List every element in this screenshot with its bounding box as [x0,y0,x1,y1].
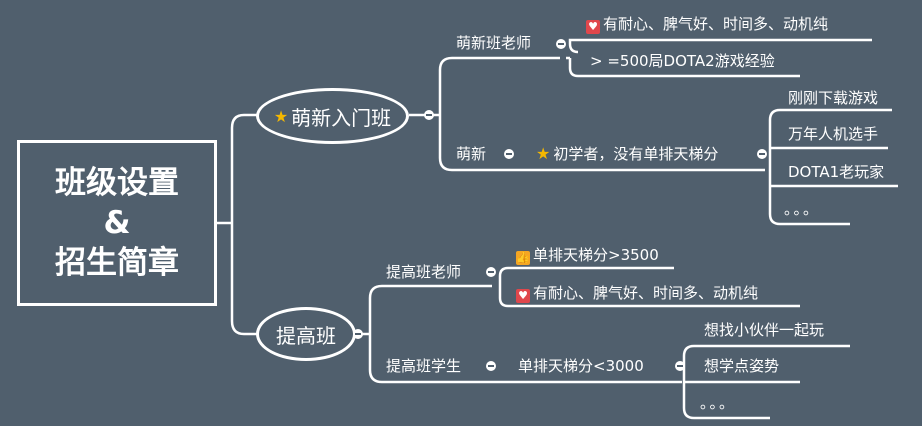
beginner-student-label: 萌新 [456,145,487,163]
collapse-toggle-beginner[interactable] [424,110,434,120]
star-icon: ★ [536,144,551,163]
root-title-line3: 招生简章 [55,245,179,281]
collapse-toggle-beginner-student[interactable] [504,149,514,159]
advanced-teacher-item-2: ♥有耐心、脾气好、时间多、动机纯 [516,284,758,303]
collapse-toggle-advanced[interactable] [353,329,363,339]
advanced-class-label: 提高班 [276,323,336,348]
advanced-teacher-item-1: 👍单排天梯分>3500 [516,246,659,265]
collapse-toggle-advanced-teacher[interactable] [486,267,496,277]
beginner-student-item-3: DOTA1老玩家 [788,163,885,181]
root-title-line1: 班级设置 [55,165,179,201]
collapse-toggle-advanced-student-desc[interactable] [675,361,685,371]
beginner-teacher-item-1: ♥有耐心、脾气好、时间多、动机纯 [586,15,828,34]
beginner-student-item-1: 刚刚下载游戏 [788,89,879,107]
advanced-student-desc: 单排天梯分<3000 [518,357,644,375]
collapse-toggle-advanced-student[interactable] [486,361,496,371]
beginner-student-desc: ★初学者，没有单排天梯分 [536,144,719,164]
advanced-student-item-2: 想学点姿势 [704,357,780,375]
advanced-class-node: 提高班 [256,307,356,361]
heart-icon: ♥ [516,289,530,303]
beginner-class-node: ★ 萌新入门班 [256,88,409,144]
beginner-teacher-item-2: > =500局DOTA2游戏经验 [590,52,775,70]
beginner-student-item-2: 万年人机选手 [788,125,879,143]
heart-icon: ♥ [586,20,600,34]
collapse-toggle-beginner-teacher[interactable] [556,39,566,49]
root-title-line2: & [103,205,131,241]
beginner-class-label: 萌新入门班 [291,105,392,130]
advanced-teacher-label: 提高班老师 [386,263,462,281]
advanced-student-item-3: 。。。 [700,394,737,412]
collapse-toggle-beginner-student-desc[interactable] [757,149,767,159]
star-icon: ★ [273,106,289,126]
beginner-student-item-4: 。。。 [784,200,821,218]
advanced-student-item-1: 想找小伙伴一起玩 [704,321,825,339]
advanced-student-label: 提高班学生 [386,357,462,375]
beginner-teacher-label: 萌新班老师 [456,34,532,52]
root-node: 班级设置 & 招生简章 [17,140,217,306]
thumbs-up-icon: 👍 [516,251,530,265]
